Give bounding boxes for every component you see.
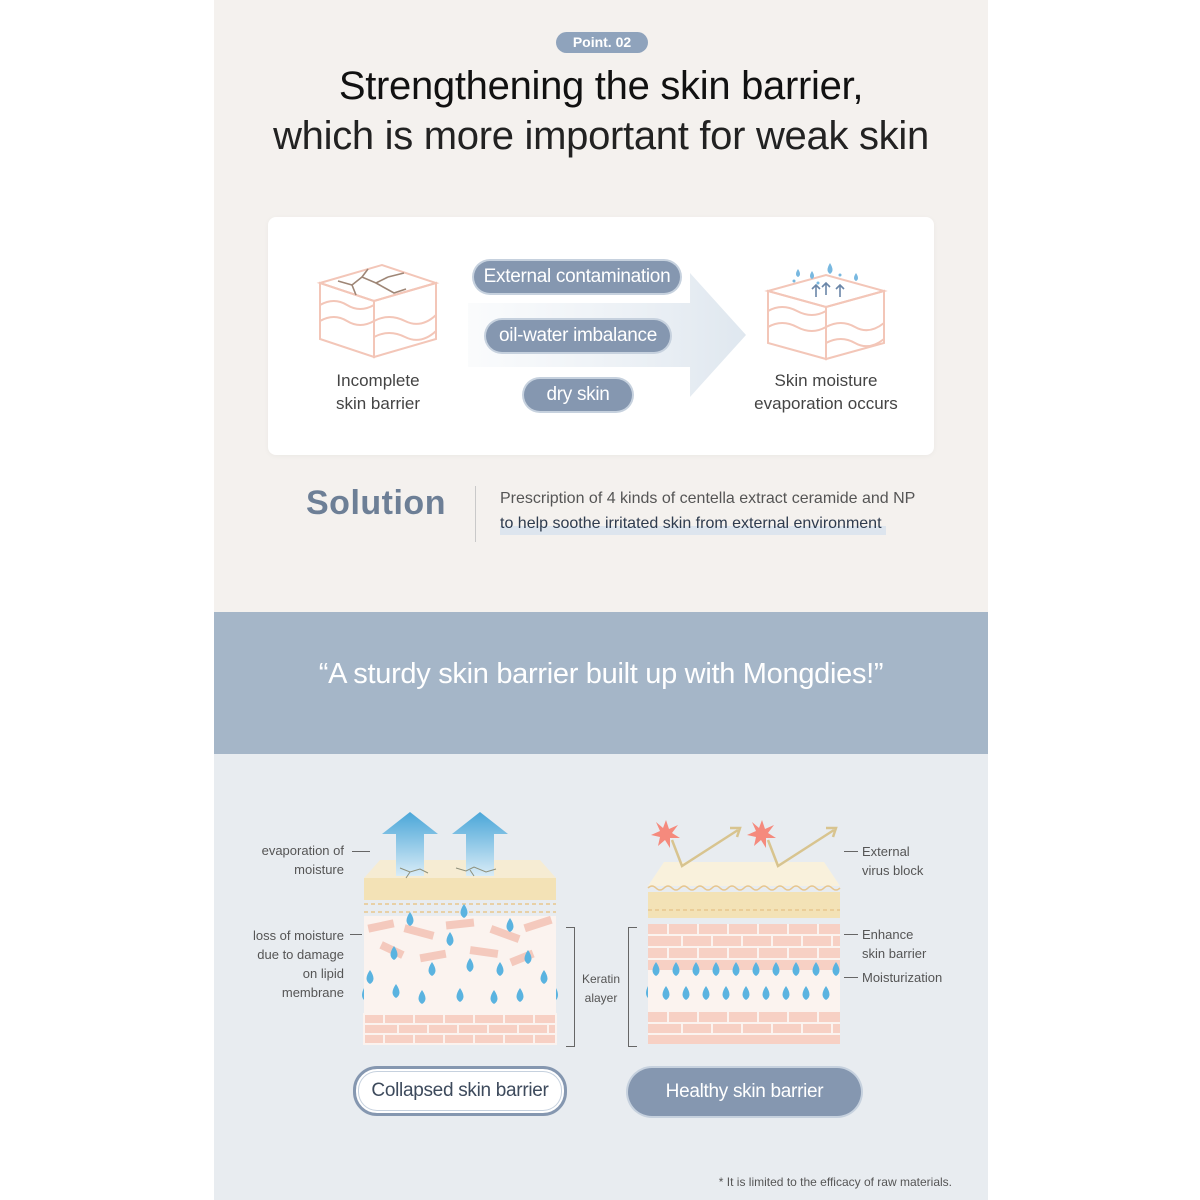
- label-enhance-barrier: Enhance skin barrier: [862, 925, 972, 963]
- keratin-bracket-left: [566, 927, 575, 1047]
- quote-text: “A sturdy skin barrier built up with Mon…: [318, 658, 884, 690]
- collapsed-barrier-illustration: [362, 812, 558, 1045]
- label-line: Keratin: [581, 972, 621, 986]
- comparison-section: evaporation of moisture loss of moisture…: [214, 754, 988, 1200]
- page: Point. 02 Strengthening the skin barrier…: [214, 0, 988, 1200]
- evaporation-skin-icon: [764, 263, 888, 361]
- page-subtitle: which is more important for weak skin: [273, 114, 929, 158]
- caption-line: skin barrier: [335, 394, 421, 413]
- solution-divider: [475, 486, 476, 542]
- label-line: External: [862, 844, 910, 859]
- solution-text-line1: Prescription of 4 kinds of centella extr…: [500, 490, 916, 507]
- label-line: Enhance: [862, 927, 914, 942]
- cracked-skin-icon: [316, 263, 440, 359]
- label-keratin-layer: Keratin alayer: [576, 970, 626, 1008]
- label-line: skin barrier: [862, 946, 927, 961]
- label-virus-block: External virus block: [862, 842, 972, 880]
- label-line: moisture: [294, 862, 344, 877]
- page-title: Strengthening the skin barrier,: [338, 64, 864, 108]
- evaporation-caption: Skin moisture evaporation occurs: [736, 369, 916, 415]
- label-moisturization: Moisturization: [862, 970, 943, 985]
- solution-heading: Solution: [306, 484, 446, 522]
- cause-pill-dry-skin: dry skin: [524, 379, 632, 411]
- cause-pill-oil-water-imbalance: oil-water imbalance: [486, 320, 670, 352]
- label-moisture-loss: loss of moisture due to damage on lipid …: [224, 926, 344, 1002]
- footnote: * It is limited to the efficacy of raw m…: [718, 1175, 952, 1189]
- healthy-barrier-illustration: [646, 820, 841, 1044]
- problem-card: Incomplete skin barrier External contami…: [268, 217, 934, 455]
- caption-line: Skin moisture: [774, 371, 878, 390]
- label-line: loss of moisture: [252, 928, 344, 943]
- label-line: alayer: [584, 991, 618, 1005]
- pointer-line: [350, 934, 362, 935]
- collapsed-skin-barrier-button[interactable]: Collapsed skin barrier: [353, 1066, 567, 1116]
- caption-line: evaporation occurs: [754, 394, 898, 413]
- incomplete-barrier-caption: Incomplete skin barrier: [288, 369, 468, 415]
- label-line: evaporation of: [261, 843, 344, 858]
- solution-text-line2: to help soothe irritated skin from exter…: [500, 515, 886, 535]
- label-line: due to damage: [257, 947, 344, 962]
- cause-pill-external-contamination: External contamination: [474, 261, 680, 293]
- pointer-line: [844, 934, 858, 935]
- label-line: on lipid: [302, 966, 344, 981]
- pointer-line: [352, 851, 370, 852]
- pointer-line: [844, 977, 858, 978]
- caption-line: Incomplete: [336, 371, 420, 390]
- keratin-bracket-right: [628, 927, 637, 1047]
- quote-band: “A sturdy skin barrier built up with Mon…: [214, 612, 988, 754]
- label-evaporation: evaporation of moisture: [234, 841, 344, 879]
- label-line: virus block: [862, 863, 924, 878]
- point-badge: Point. 02: [556, 32, 648, 53]
- pointer-line: [844, 851, 858, 852]
- label-line: membrane: [281, 985, 344, 1000]
- healthy-skin-barrier-button[interactable]: Healthy skin barrier: [628, 1068, 861, 1116]
